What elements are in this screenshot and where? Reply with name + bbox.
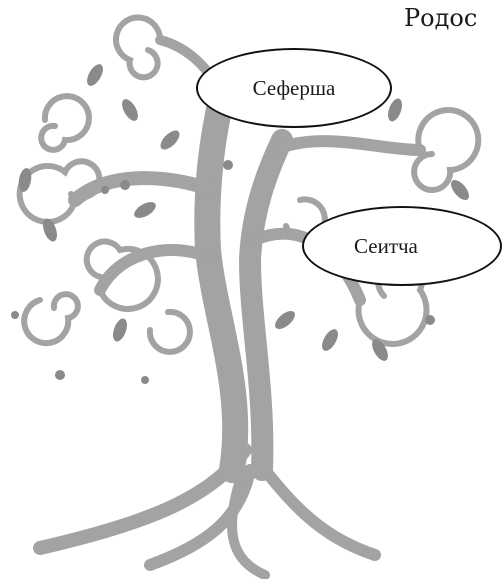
- family-member-oval-1[interactable]: Сеферша: [196, 48, 392, 128]
- family-member-oval-2[interactable]: Сеитча: [302, 206, 502, 286]
- family-member-name: Сеитча: [354, 234, 418, 259]
- family-member-name: Сеферша: [253, 76, 336, 101]
